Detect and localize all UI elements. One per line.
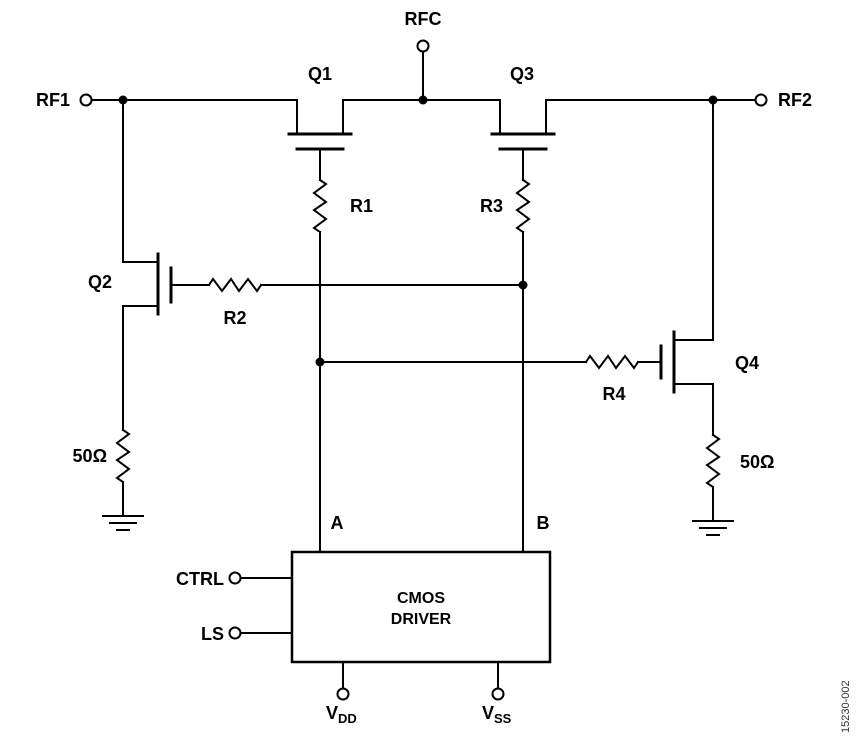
resistor-r1 [312,178,328,234]
resistor-r2 [207,277,263,293]
label-rf1: RF1 [36,90,70,110]
terminal-rf1 [79,93,93,107]
label-rf2: RF2 [778,90,812,110]
node-rfc [418,95,428,105]
node-rf2-shunt [708,95,718,105]
resistor-r4 [584,354,640,370]
wires [90,51,757,689]
resistor-50ohm-left [115,428,131,484]
junction-dots [118,95,718,367]
terminal-vss [491,687,505,701]
label-node-a: A [331,513,344,533]
label-vss: VSS [482,703,512,726]
label-vss-main: V [482,703,494,723]
label-r4: R4 [602,384,625,404]
terminal-rf2 [754,93,768,107]
label-ctrl: CTRL [176,569,224,589]
terminal-vdd [336,687,350,701]
resistor-r3 [515,178,531,234]
label-ls: LS [201,624,224,644]
node-rf1-shunt [118,95,128,105]
figure-number: 15230-002 [840,680,852,733]
label-q2: Q2 [88,272,112,292]
label-50ohm-right: 50Ω [740,452,774,472]
label-rfc: RFC [405,9,442,29]
label-r1: R1 [350,196,373,216]
resistor-50ohm-right [705,433,721,489]
terminal-rfc [416,39,430,53]
label-q4: Q4 [735,353,759,373]
terminal-circles [79,39,768,701]
terminal-ctrl [228,571,242,585]
node-a-r4 [315,357,325,367]
label-vss-sub: SS [494,711,512,726]
label-50ohm-left: 50Ω [73,446,107,466]
label-node-b: B [537,513,550,533]
label-r3: R3 [480,196,503,216]
label-driver-line1: CMOS [397,590,445,607]
label-vdd-main: V [326,703,338,723]
label-driver-line2: DRIVER [391,611,452,628]
label-q3: Q3 [510,64,534,84]
terminal-ls [228,626,242,640]
node-b-r2 [518,280,528,290]
cmos-driver-box [290,550,552,664]
label-vdd-sub: DD [338,711,357,726]
label-vdd: VDD [326,703,357,726]
label-q1: Q1 [308,64,332,84]
label-r2: R2 [223,308,246,328]
